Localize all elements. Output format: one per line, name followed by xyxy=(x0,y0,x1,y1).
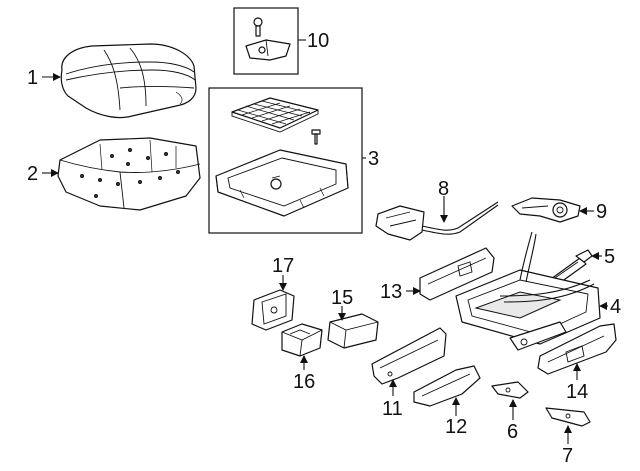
callout-5: 5 xyxy=(604,246,615,268)
bracket-7 xyxy=(545,407,591,427)
callout-8: 8 xyxy=(438,178,449,200)
part-10-box xyxy=(233,7,299,75)
leader-lines xyxy=(42,39,608,444)
control-module xyxy=(327,313,379,349)
callout-12: 12 xyxy=(445,416,467,438)
outer-shield xyxy=(537,323,617,375)
callout-15: 15 xyxy=(331,287,353,309)
callout-labels: 1 2 3 4 5 6 7 8 9 10 11 12 13 14 15 16 1… xyxy=(27,30,621,467)
part-3-box xyxy=(208,87,363,234)
callout-17: 17 xyxy=(272,255,294,277)
seat-track-assembly xyxy=(455,231,601,351)
callout-4: 4 xyxy=(610,296,621,318)
seat-cushion-cover xyxy=(60,43,197,119)
seat-cushion-pad xyxy=(57,137,201,211)
callout-9: 9 xyxy=(596,201,607,223)
bracket-with-bolt xyxy=(245,17,291,61)
cable-assembly xyxy=(375,201,499,241)
callout-7: 7 xyxy=(562,445,573,467)
bracket-6 xyxy=(491,381,529,399)
callout-6: 6 xyxy=(507,421,518,443)
side-shield-bracket xyxy=(371,327,447,385)
recliner-mechanism xyxy=(511,197,581,223)
callout-14: 14 xyxy=(566,381,588,403)
switch-housing xyxy=(281,323,323,357)
callout-16: 16 xyxy=(293,371,315,393)
callout-3: 3 xyxy=(368,148,379,170)
callout-2: 2 xyxy=(27,163,38,185)
callout-13: 13 xyxy=(380,281,402,303)
seat-frame-assembly xyxy=(215,97,349,217)
callout-1: 1 xyxy=(27,67,38,89)
seat-switch xyxy=(251,289,295,331)
callout-11: 11 xyxy=(382,398,403,420)
support-bracket xyxy=(413,365,481,407)
callout-10: 10 xyxy=(307,30,329,52)
